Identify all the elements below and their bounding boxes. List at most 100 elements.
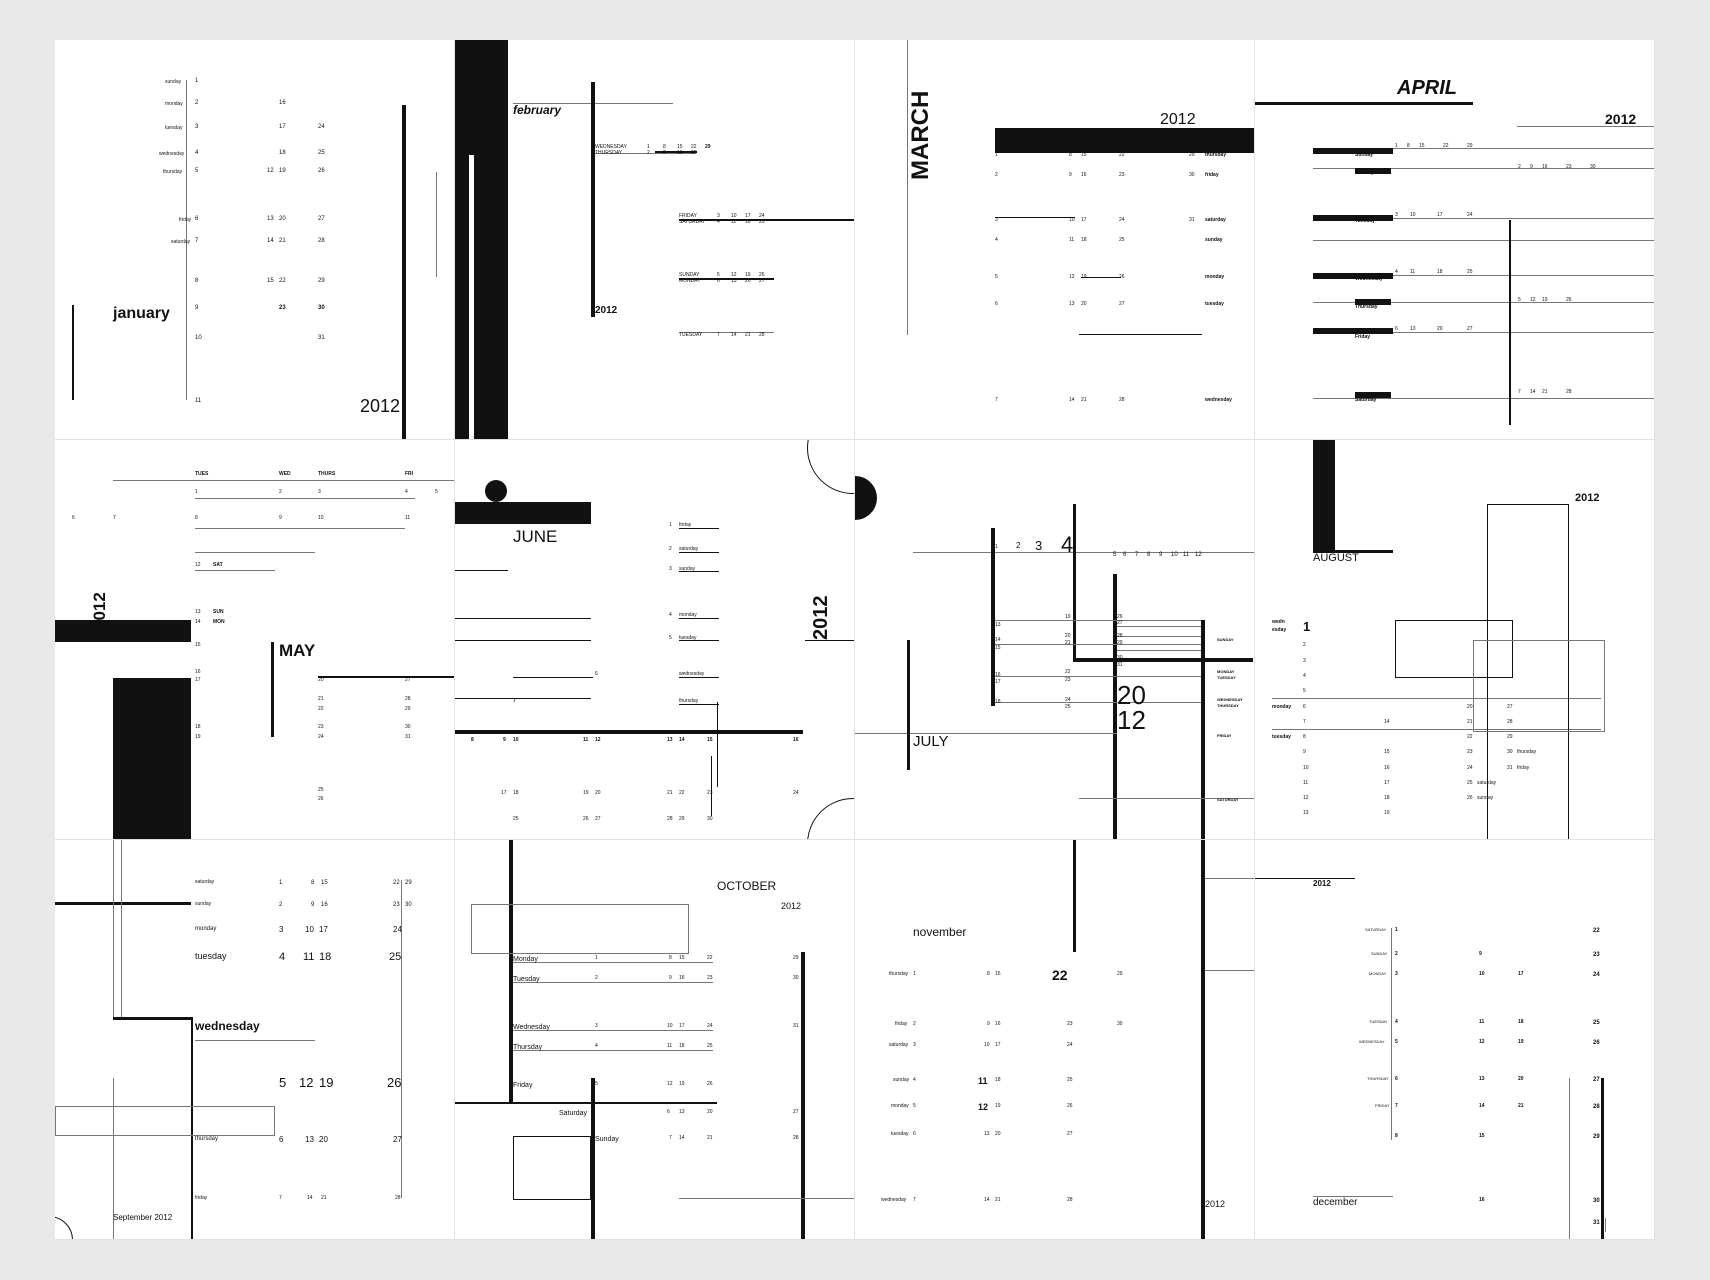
date-label: 24	[1593, 972, 1600, 978]
date-label: 10	[1303, 765, 1309, 771]
date-label: 20	[279, 216, 286, 222]
date-label: 28	[793, 1135, 799, 1141]
date-label: 30	[318, 305, 325, 311]
date-label: 12	[1069, 274, 1075, 280]
rule	[513, 1050, 713, 1051]
date-label: Monday	[513, 956, 538, 963]
date-label: 1	[1395, 143, 1398, 149]
date-label: 5	[1395, 1039, 1398, 1045]
date-label: 29	[1117, 640, 1123, 646]
month-title: february	[513, 103, 562, 117]
rule	[1073, 840, 1076, 952]
date-label: FRIDAY	[1217, 733, 1232, 738]
date-label: 1	[669, 522, 672, 528]
month-title: APRIL	[1397, 77, 1457, 99]
date-label: 30	[1117, 1021, 1123, 1027]
date-label: 16	[1384, 765, 1390, 771]
date-label: 25	[1119, 237, 1125, 243]
date-label: 25	[318, 787, 324, 793]
date-label: 14	[1069, 397, 1075, 403]
date-label: 27	[1593, 1077, 1600, 1083]
date-label: 17	[279, 124, 286, 130]
date-label: 12	[667, 1081, 673, 1087]
date-label: 1	[647, 144, 650, 150]
date-label: 29	[1507, 734, 1513, 740]
rule	[711, 756, 712, 816]
date-label: 6	[1123, 552, 1127, 558]
date-label: 20	[995, 1131, 1001, 1137]
date-label: 26	[1467, 795, 1473, 801]
date-label: 5	[279, 1075, 287, 1090]
date-label: 19	[1081, 274, 1087, 280]
rule	[591, 82, 595, 317]
year-label: 2012	[810, 595, 832, 641]
rule	[513, 677, 593, 678]
date-label: 4	[595, 1043, 598, 1049]
date-label: FRIDAY	[679, 213, 697, 219]
date-label: 22	[318, 706, 324, 712]
date-label: 2	[1303, 642, 1306, 648]
date-label: 3	[318, 489, 321, 495]
date-label: 12	[1479, 1039, 1485, 1045]
date-label: 1	[195, 489, 198, 495]
date-label: 7	[995, 397, 998, 403]
rule	[186, 80, 187, 400]
date-label: 25	[318, 150, 325, 156]
rule	[113, 840, 114, 1018]
rule	[1605, 1218, 1606, 1232]
date-label: 12	[1303, 795, 1309, 801]
rule	[995, 620, 1201, 621]
month-title: OCTOBER	[717, 879, 777, 893]
date-label: 27	[759, 278, 765, 284]
date-label: 28	[1067, 1197, 1073, 1203]
date-label: 12	[1530, 297, 1536, 303]
date-label: 10	[305, 925, 314, 934]
date-label: 30	[405, 724, 411, 730]
date-label: 22	[691, 144, 697, 150]
date-label: TUESDAY	[1217, 675, 1236, 680]
date-label: 19	[279, 168, 286, 174]
year-label: 2012	[90, 592, 109, 630]
date-label: 3	[913, 1042, 916, 1048]
date-label: 2	[195, 100, 199, 106]
date-label: 14	[984, 1197, 990, 1203]
date-label: 9	[669, 975, 672, 981]
rule	[195, 528, 405, 529]
date-label: 23	[1467, 749, 1473, 755]
date-label: 11	[303, 951, 315, 963]
rule	[717, 702, 718, 787]
month-title: AUGUST	[1313, 552, 1359, 564]
date-label: 15	[1479, 1133, 1485, 1139]
date-label: 27	[595, 816, 601, 822]
date-label: 2	[669, 546, 672, 552]
date-label: FRI	[405, 471, 414, 477]
date-label: THURSDAY	[1367, 1076, 1389, 1081]
date-label: 7	[195, 238, 199, 244]
date-label: 25	[707, 1043, 713, 1049]
rule	[907, 640, 910, 770]
date-label: saturday	[1205, 217, 1226, 223]
date-label: 26	[1119, 274, 1125, 280]
rule	[113, 1078, 114, 1239]
date-label: 30	[793, 975, 799, 981]
date-label: 31	[793, 1023, 799, 1029]
date-label: 6	[913, 1131, 916, 1137]
rule	[318, 676, 454, 678]
date-label: 21	[1467, 719, 1473, 725]
date-label: 14	[267, 238, 274, 244]
date-label: 21	[1081, 397, 1087, 403]
date-label: wednesday	[679, 671, 705, 677]
date-label: 21	[745, 332, 751, 338]
date-label: SUNDAY	[1217, 637, 1234, 642]
date-label: 19	[195, 734, 201, 740]
date-label: 2	[1518, 164, 1521, 170]
year-label: 2012	[595, 305, 618, 316]
rule	[679, 528, 719, 529]
date-label: friday	[1517, 765, 1530, 771]
rule	[1079, 798, 1254, 799]
